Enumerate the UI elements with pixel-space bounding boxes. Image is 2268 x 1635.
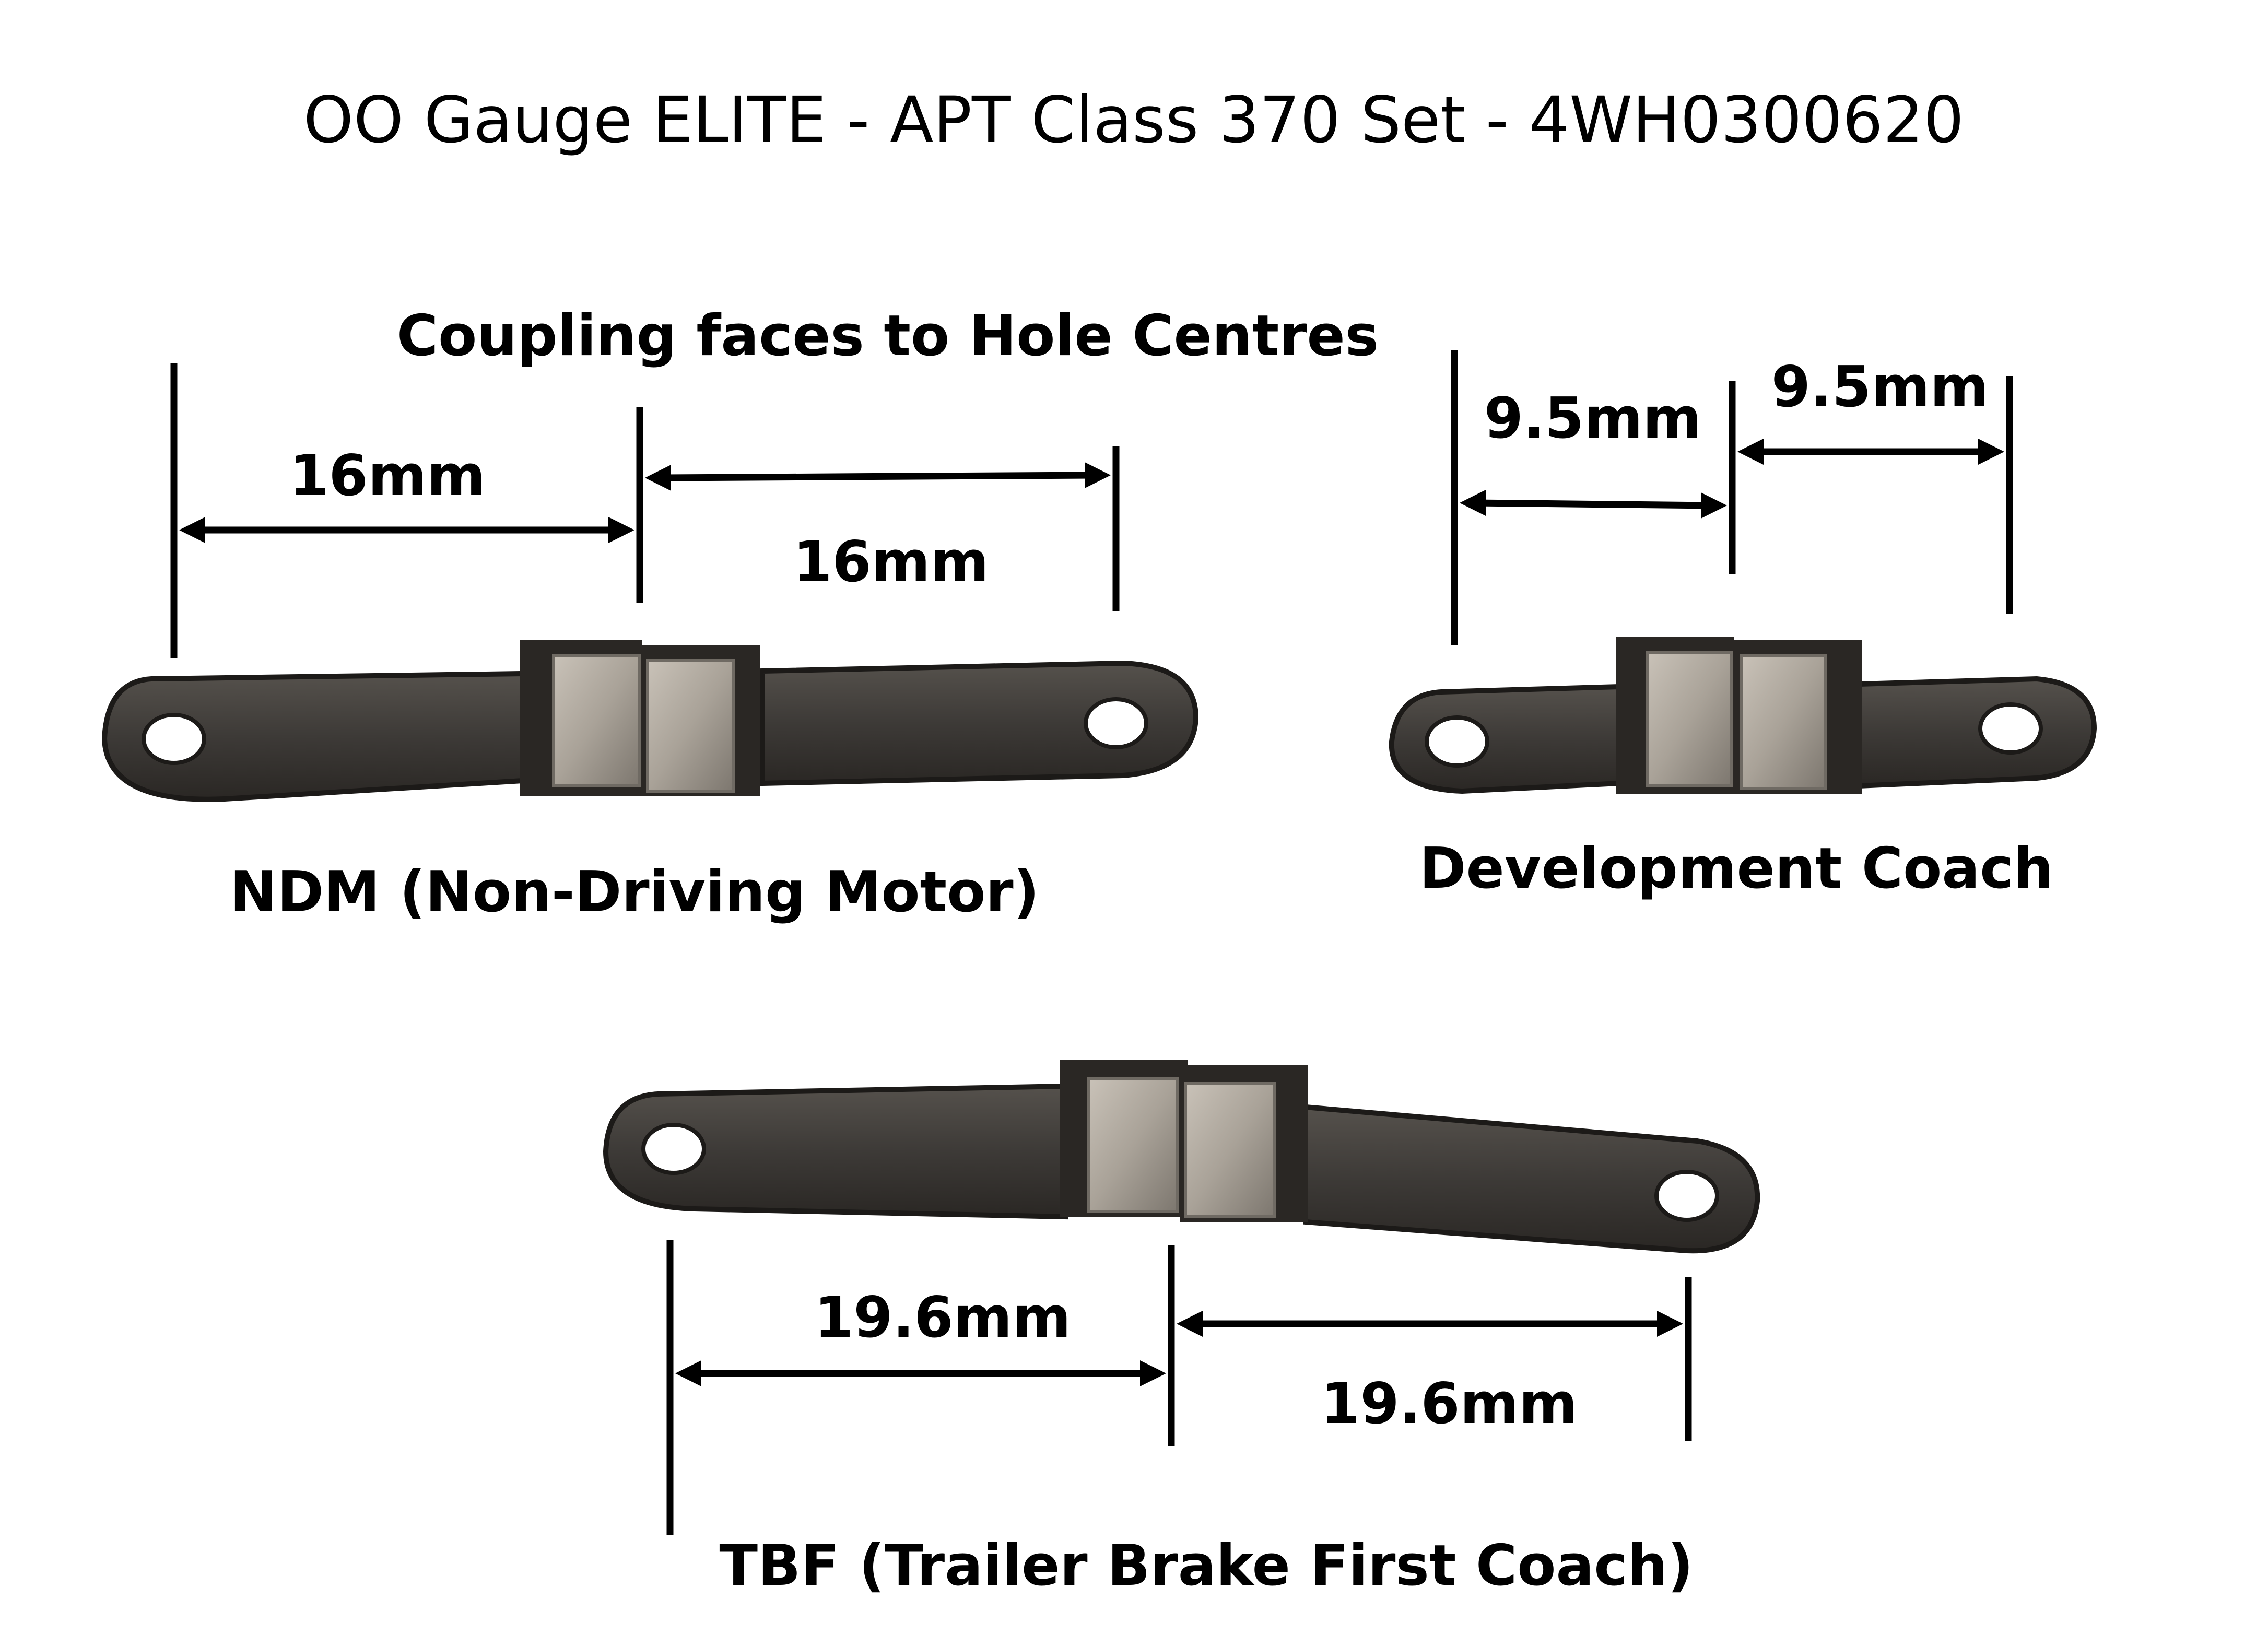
tbf-coupling-label: TBF (Trailer Brake First Coach) bbox=[719, 1533, 1693, 1598]
dev-coupling-bar bbox=[1389, 637, 2097, 794]
diagram-subtitle: Coupling faces to Hole Centres bbox=[397, 303, 1379, 369]
ndm-left-dimension-arrow bbox=[179, 517, 634, 543]
dev-coupling-label: Development Coach bbox=[1419, 836, 2053, 901]
dev-right-dimension-arrow bbox=[1737, 439, 2004, 465]
ndm-right-hole bbox=[1084, 697, 1148, 749]
ndm-coupling-bar bbox=[101, 640, 1199, 802]
tbf-right-dimension-label: 19.6mm bbox=[1321, 1371, 1578, 1437]
ndm-left-hole bbox=[142, 713, 206, 765]
ndm-right-dimension-arrow bbox=[645, 462, 1111, 491]
dev-left-dimension-arrow bbox=[1460, 490, 1727, 519]
tbf-coupling-bar bbox=[603, 1060, 1760, 1254]
dev-left-hole bbox=[1425, 715, 1489, 768]
dev-right-dimension-label: 9.5mm bbox=[1771, 355, 1989, 420]
dev-right-hole bbox=[1978, 702, 2043, 755]
dev-left-dimension-label: 9.5mm bbox=[1484, 386, 1701, 451]
tbf-left-hole bbox=[641, 1123, 706, 1175]
ndm-right-dimension-label: 16mm bbox=[793, 530, 989, 595]
ndm-coupling-label: NDM (Non-Driving Motor) bbox=[230, 860, 1039, 925]
coupling-tbf: 19.6mm 19.6mm TBF (Trailer Brake First C… bbox=[603, 1060, 1760, 1598]
page-title: OO Gauge ELITE - APT Class 370 Set - 4WH… bbox=[303, 83, 1964, 157]
tbf-left-dimension-arrow bbox=[675, 1360, 1166, 1386]
tbf-left-dimension-label: 19.6mm bbox=[814, 1285, 1071, 1350]
coupling-ndm: 16mm 16mm NDM (Non-Driving Motor) bbox=[101, 363, 1199, 925]
coupling-development-coach: 9.5mm 9.5mm Development Coach bbox=[1389, 350, 2097, 901]
tbf-right-dimension-arrow bbox=[1177, 1311, 1683, 1337]
ndm-left-dimension-label: 16mm bbox=[289, 443, 485, 509]
tbf-right-hole bbox=[1654, 1170, 1719, 1222]
